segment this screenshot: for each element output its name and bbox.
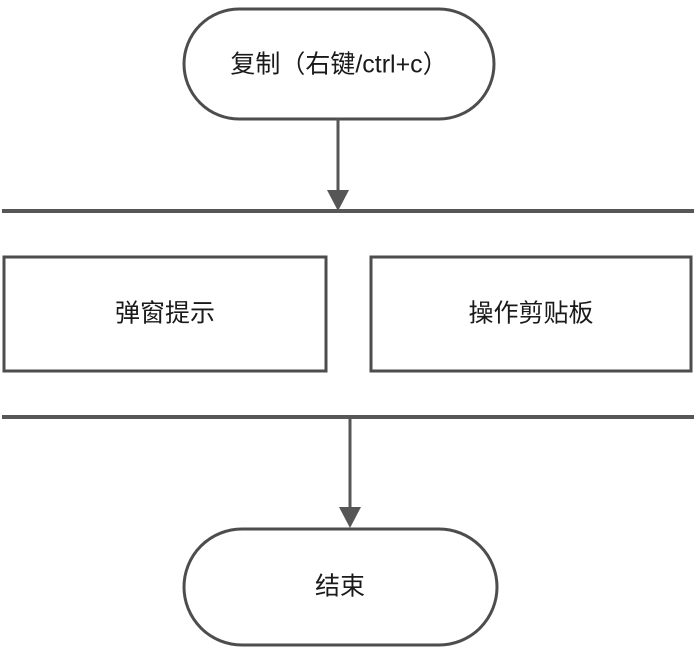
edge-join-to-end [339, 417, 361, 528]
node-branch-left-label: 弹窗提示 [115, 300, 215, 328]
node-end-shape [182, 527, 499, 647]
edge-join-to-end-arrowhead [339, 507, 361, 528]
edge-start-to-fork [327, 119, 349, 211]
node-start[interactable]: 复制（右键/ctrl+c） [182, 7, 496, 121]
node-start-label: 复制（右键/ctrl+c） [230, 51, 447, 79]
node-branch-right-shape [369, 255, 693, 373]
node-end-label: 结束 [315, 573, 365, 601]
node-branch-left[interactable]: 弹窗提示 [2, 255, 328, 373]
edge-start-to-fork-arrowhead [327, 190, 349, 211]
node-end[interactable]: 结束 [182, 527, 499, 647]
node-branch-right-label: 操作剪贴板 [468, 300, 593, 328]
node-branch-right[interactable]: 操作剪贴板 [369, 255, 693, 373]
node-branch-left-shape [2, 255, 328, 373]
